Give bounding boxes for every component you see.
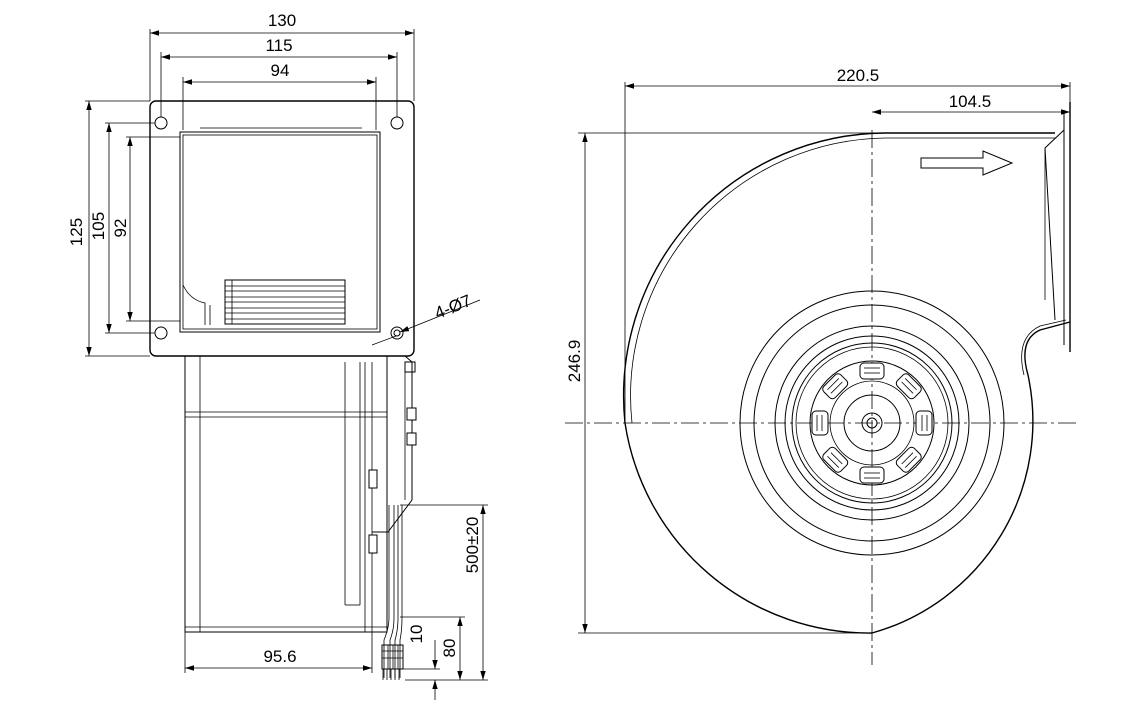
dim-115: 115 [160,36,398,117]
dim-125-label: 125 [67,218,86,246]
dim-246-9: 246.9 [565,132,885,634]
housing-body [184,355,388,633]
dim-strip-10-label: 10 [407,625,426,644]
dim-105-label: 105 [89,212,108,240]
dim-94: 94 [182,61,377,130]
dim-strip-80-label: 80 [440,639,459,658]
side-view: 220.5 104.5 246.9 [565,66,1080,665]
dim-246-9-label: 246.9 [565,340,584,383]
impeller-blades [811,362,933,484]
dim-holes-label: 4-Ø7 [432,291,474,323]
dim-105: 105 [89,122,155,334]
dim-cable: 500±20 [400,504,488,681]
cable [381,505,404,680]
dim-strip-10: 10 [403,625,440,700]
dim-104-5-label: 104.5 [949,92,992,111]
front-view: 130 115 94 125 105 [67,11,488,700]
outlet-flange [1044,102,1071,352]
flange-plate [149,100,415,357]
dim-130: 130 [149,11,415,101]
dim-cable-label: 500±20 [463,517,482,574]
dim-130-label: 130 [268,11,296,30]
mounting-holes [154,116,404,340]
airflow-arrow [920,150,1014,176]
dim-104-5: 104.5 [872,92,1070,115]
dim-95-6-label: 95.6 [263,647,296,666]
dim-92-label: 92 [111,219,130,238]
dim-strip-80: 80 [400,616,465,680]
dim-220-5-label: 220.5 [837,66,880,85]
impeller-blades-front [224,279,346,325]
scroll-housing [622,132,1071,634]
dim-220-5: 220.5 [624,66,1071,420]
dim-115-label: 115 [265,36,292,55]
dim-92: 92 [111,136,180,322]
dim-95-6: 95.6 [184,632,373,673]
inlet-rings [739,290,1005,556]
dim-holes: 4-Ø7 [371,291,481,346]
dim-94-label: 94 [271,61,290,80]
motor-plate [368,355,417,554]
dim-125: 125 [67,100,150,357]
